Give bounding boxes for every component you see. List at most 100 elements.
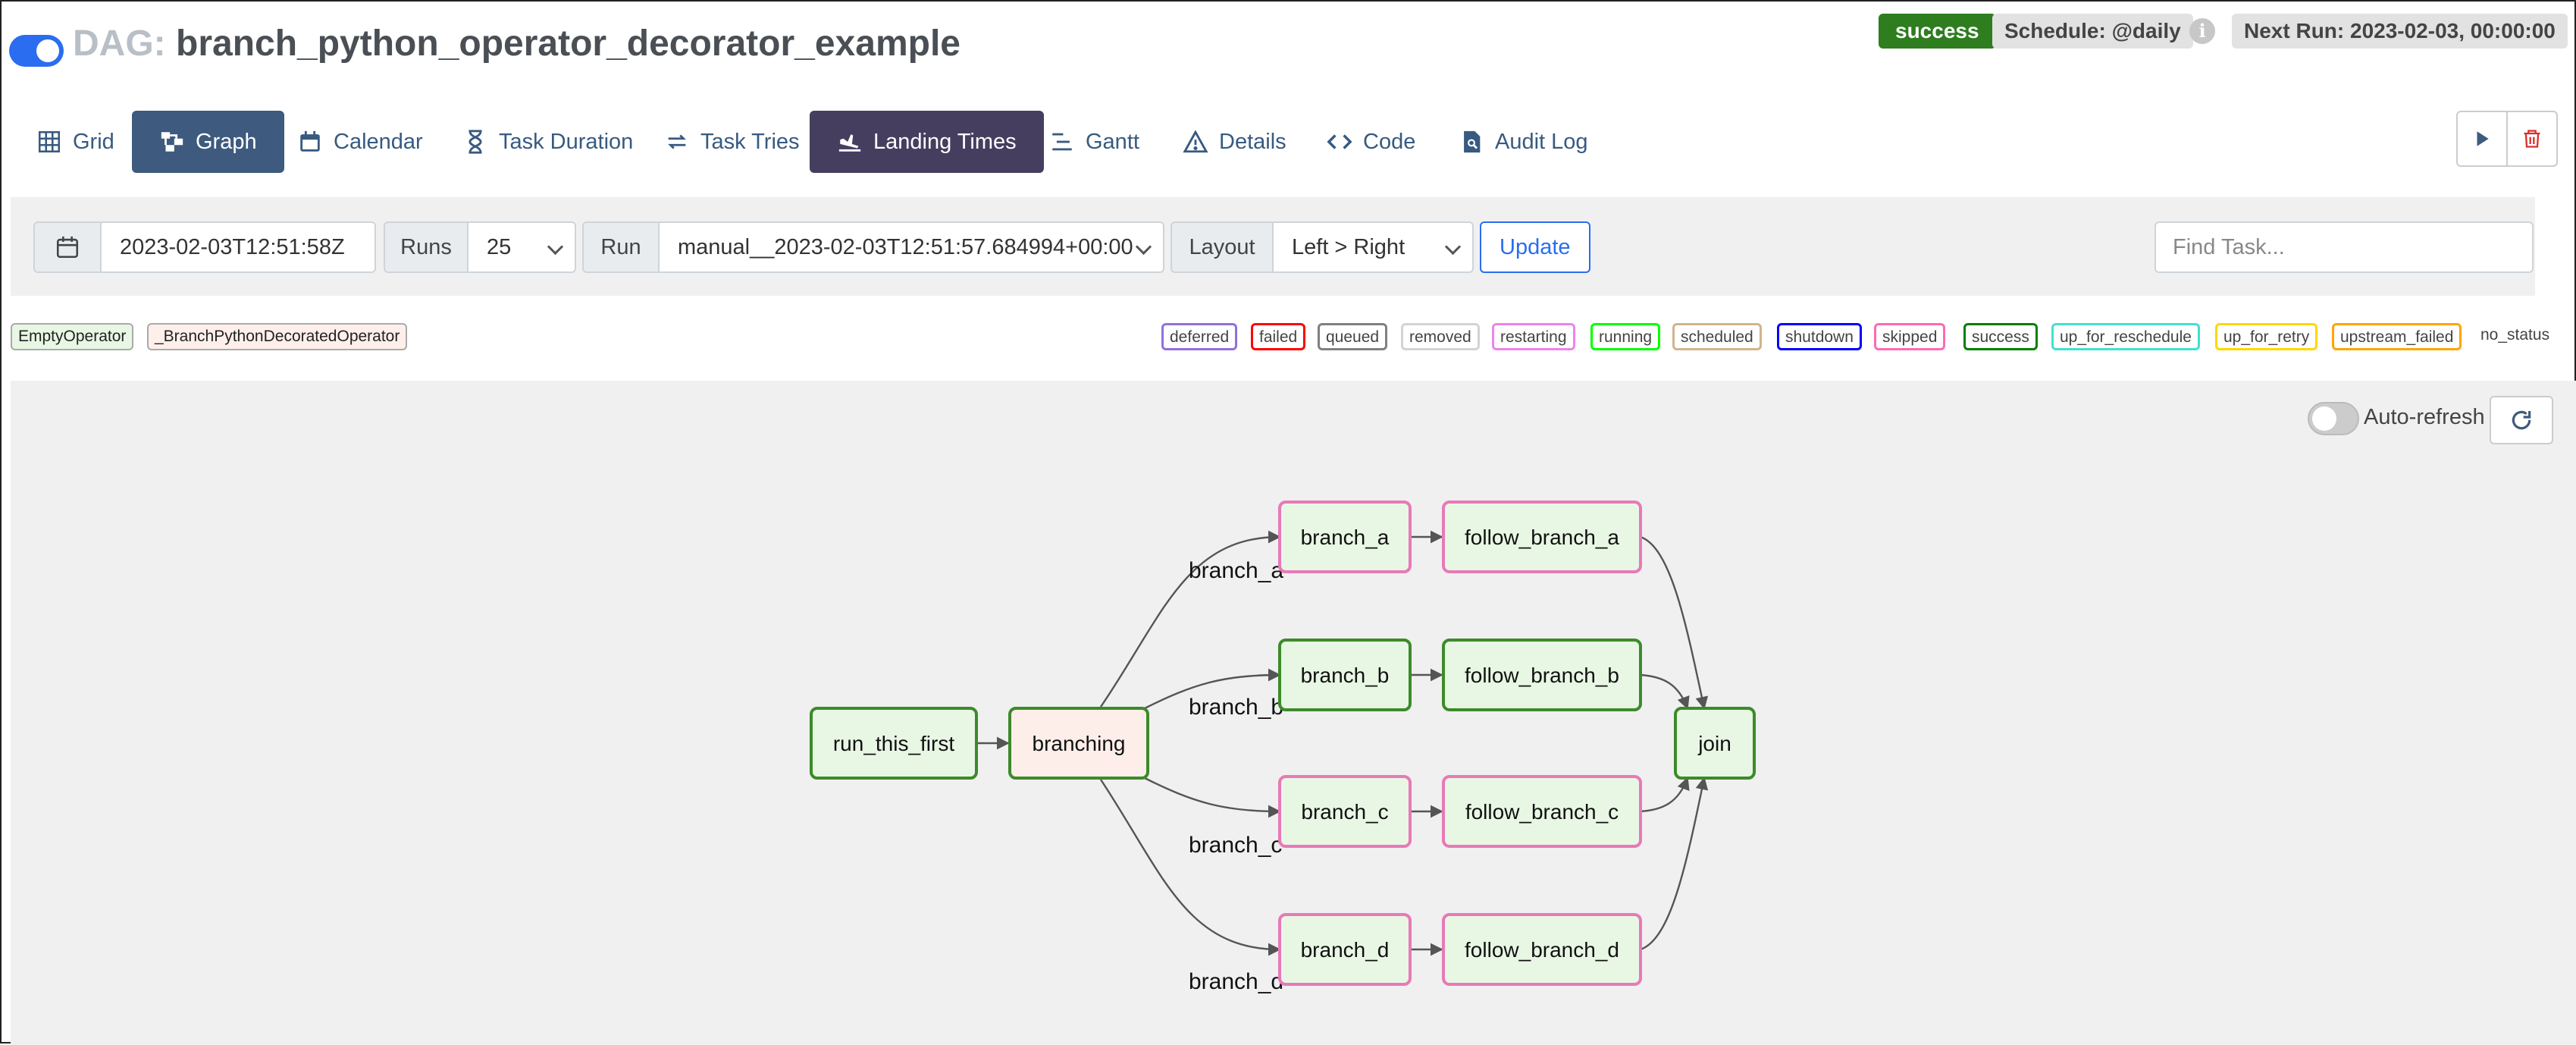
- tab-task-tries[interactable]: Task Tries: [637, 111, 827, 173]
- state-queued[interactable]: queued: [1318, 323, 1388, 350]
- tab-label: Task Tries: [700, 129, 800, 154]
- auto-refresh-label: Auto-refresh: [2364, 405, 2485, 429]
- toggle-knob: [36, 39, 59, 62]
- state-running[interactable]: running: [1590, 323, 1661, 350]
- task-branch-c[interactable]: branch_c: [1278, 775, 1412, 848]
- state-scheduled[interactable]: scheduled: [1672, 323, 1762, 350]
- task-run-this-first[interactable]: run_this_first: [810, 707, 978, 780]
- info-icon[interactable]: i: [2189, 18, 2215, 44]
- run-label: Run: [582, 221, 660, 273]
- dag-pause-toggle[interactable]: [9, 35, 64, 67]
- tab-details[interactable]: Details: [1155, 111, 1314, 173]
- tab-label: Code: [1363, 129, 1416, 154]
- layout-label: Layout: [1170, 221, 1274, 273]
- task-label: run_this_first: [833, 732, 955, 755]
- task-branch-a[interactable]: branch_a: [1278, 501, 1412, 573]
- runs-label: Runs: [384, 221, 469, 273]
- tab-label: Calendar: [334, 129, 423, 154]
- task-branch-d[interactable]: branch_d: [1278, 913, 1412, 986]
- tab-label: Gantt: [1086, 129, 1139, 154]
- edge-branching-b: [1144, 668, 1281, 710]
- edge-label: branch_b: [1189, 695, 1283, 720]
- tab-label: Graph: [196, 129, 257, 154]
- task-label: branching: [1033, 732, 1126, 755]
- edge-branching-a: [1100, 530, 1281, 708]
- play-icon: [2477, 131, 2489, 146]
- page-title: DAG: branch_python_operator_decorator_ex…: [73, 23, 961, 64]
- dag-graph-panel: Auto-refresh branch_a branch_b: [11, 381, 2576, 1045]
- tab-label: Audit Log: [1495, 129, 1588, 154]
- tab-task-duration[interactable]: Task Duration: [435, 111, 660, 173]
- tab-label: Details: [1219, 129, 1286, 154]
- calendar-icon: [56, 236, 79, 259]
- state-no-status[interactable]: no_status: [2480, 326, 2550, 344]
- task-label: follow_branch_d: [1465, 938, 1619, 962]
- runs-select[interactable]: 25: [467, 221, 576, 273]
- edge-follow-b-join: [1640, 673, 1690, 710]
- task-branching[interactable]: branching: [1008, 707, 1149, 780]
- run-select[interactable]: manual__2023-02-03T12:51:57.684994+00:00: [658, 221, 1164, 273]
- tab-label: Grid: [73, 129, 114, 154]
- base-date-input[interactable]: 2023-02-03T12:51:58Z: [100, 221, 376, 273]
- task-label: branch_a: [1301, 526, 1390, 549]
- find-task-input[interactable]: [2155, 221, 2534, 273]
- delete-dag-button[interactable]: [2506, 111, 2558, 167]
- plane-landing-icon: [838, 134, 861, 152]
- task-follow-branch-c[interactable]: follow_branch_c: [1442, 775, 1642, 848]
- grid-icon: [38, 130, 61, 153]
- task-label: follow_branch_a: [1465, 526, 1619, 549]
- state-upstream-failed[interactable]: upstream_failed: [2332, 323, 2462, 350]
- tab-graph[interactable]: Graph: [132, 111, 284, 173]
- state-success[interactable]: success: [1963, 323, 2038, 350]
- graph-filter-bar: 2023-02-03T12:51:58Z Runs 25 Run manual_…: [11, 197, 2535, 296]
- task-label: follow_branch_b: [1465, 664, 1619, 687]
- task-label: branch_d: [1301, 938, 1390, 962]
- refresh-button[interactable]: [2490, 396, 2553, 444]
- tab-gantt[interactable]: Gantt: [1022, 111, 1167, 173]
- edge-follow-d-join: [1640, 777, 1709, 951]
- state-up-for-reschedule[interactable]: up_for_reschedule: [2051, 323, 2200, 350]
- toggle-knob: [2312, 406, 2336, 431]
- tab-audit-log[interactable]: Audit Log: [1431, 111, 1615, 173]
- tab-code[interactable]: Code: [1299, 111, 1443, 173]
- warning-triangle-icon: [1183, 130, 1208, 153]
- graph-icon: [161, 132, 183, 152]
- state-removed[interactable]: removed: [1401, 323, 1480, 350]
- dag-prefix: DAG:: [73, 24, 166, 64]
- schedule-badge: Schedule: @daily: [1992, 14, 2193, 49]
- task-label: branch_b: [1301, 664, 1390, 687]
- task-join[interactable]: join: [1674, 707, 1756, 780]
- edge-branching-d: [1099, 779, 1281, 956]
- tab-grid[interactable]: Grid: [9, 111, 142, 173]
- update-button[interactable]: Update: [1480, 221, 1590, 273]
- task-follow-branch-b[interactable]: follow_branch_b: [1442, 639, 1642, 711]
- auto-refresh-toggle[interactable]: [2308, 402, 2359, 435]
- tab-landing-times[interactable]: Landing Times: [810, 111, 1044, 173]
- state-up-for-retry[interactable]: up_for_retry: [2215, 323, 2318, 350]
- legend-empty-operator[interactable]: EmptyOperator: [11, 323, 134, 350]
- task-branch-b[interactable]: branch_b: [1278, 639, 1412, 711]
- state-failed[interactable]: failed: [1251, 323, 1306, 350]
- trigger-dag-button[interactable]: [2456, 111, 2508, 167]
- state-restarting[interactable]: restarting: [1492, 323, 1575, 350]
- task-follow-branch-d[interactable]: follow_branch_d: [1442, 913, 1642, 986]
- refresh-icon: [2512, 410, 2531, 430]
- layout-select[interactable]: Left > Right: [1272, 221, 1474, 273]
- dag-graph: branch_a branch_b branch_c branch_d run_…: [810, 501, 1756, 994]
- state-skipped[interactable]: skipped: [1874, 323, 1946, 350]
- calendar-icon: [300, 130, 320, 152]
- state-deferred[interactable]: deferred: [1161, 323, 1238, 350]
- next-run-badge: Next Run: 2023-02-03, 00:00:00: [2232, 14, 2568, 49]
- tab-label: Task Duration: [499, 129, 634, 154]
- hourglass-icon: [469, 130, 482, 154]
- tab-label: Landing Times: [873, 129, 1017, 154]
- gantt-icon: [1052, 133, 1072, 151]
- dag-name: branch_python_operator_decorator_example: [176, 24, 961, 64]
- status-badge: success: [1879, 14, 1996, 49]
- tab-calendar[interactable]: Calendar: [270, 111, 450, 173]
- task-follow-branch-a[interactable]: follow_branch_a: [1442, 501, 1642, 573]
- state-shutdown[interactable]: shutdown: [1777, 323, 1862, 350]
- date-picker-button[interactable]: [33, 221, 102, 273]
- task-label: join: [1697, 732, 1731, 755]
- legend-branch-operator[interactable]: _BranchPythonDecoratedOperator: [147, 323, 408, 350]
